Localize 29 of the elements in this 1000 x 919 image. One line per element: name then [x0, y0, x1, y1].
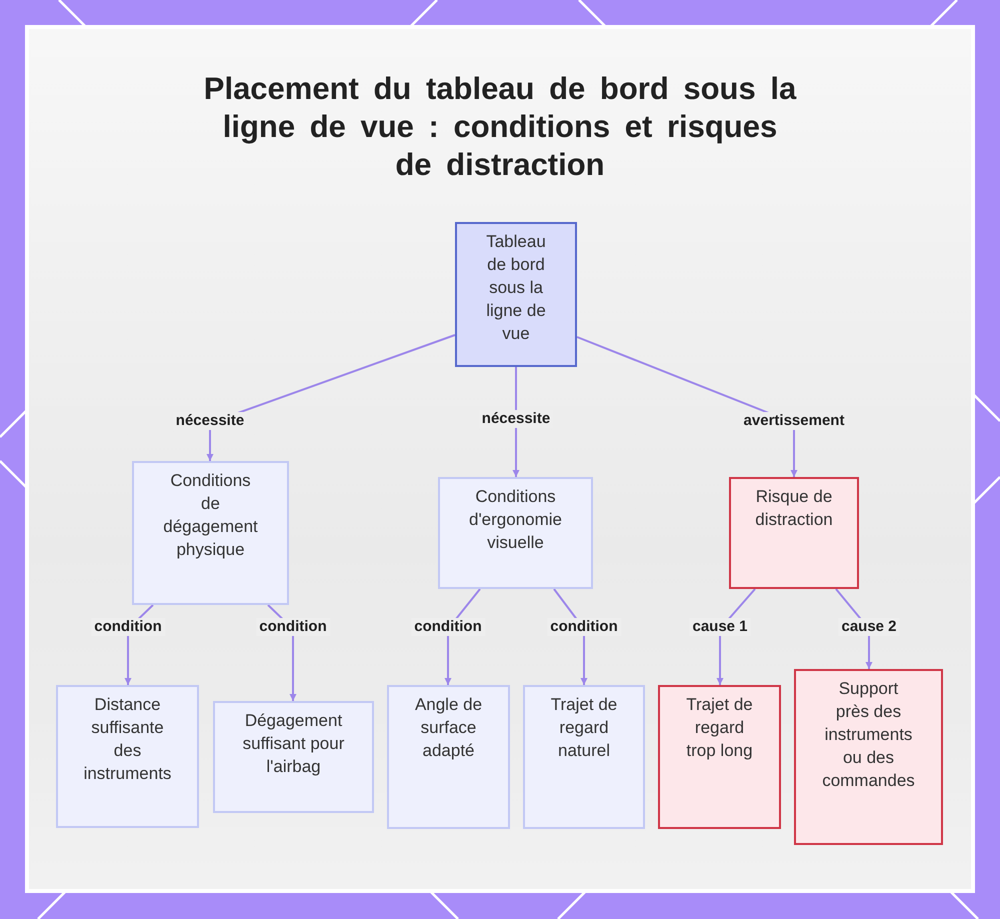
node-label: Conditions d'ergonomie visuelle — [468, 486, 564, 554]
condition-box — [132, 461, 289, 605]
connector-arrow — [576, 336, 798, 477]
risk-box — [794, 669, 943, 845]
condition-box — [387, 685, 510, 829]
risk-box — [658, 685, 781, 829]
edge-label: condition — [91, 618, 165, 636]
edge-label: avertissement — [740, 412, 848, 430]
condition-box — [523, 685, 645, 829]
edge-label: cause 2 — [838, 618, 900, 636]
node-label: Conditions de dégagement physique — [162, 470, 259, 561]
condition-box — [438, 477, 593, 589]
risk-box — [729, 477, 859, 589]
node-label: Trajet de regard naturel — [550, 694, 618, 762]
node-label: Risque de distraction — [754, 486, 834, 531]
condition-box — [56, 685, 199, 828]
node-label: Angle de surface adapté — [414, 694, 484, 762]
node-label: Distance suffisante des instruments — [82, 694, 172, 785]
edge-label: condition — [411, 618, 485, 636]
condition-box — [213, 701, 374, 813]
node-label: Trajet de regard trop long — [685, 694, 754, 762]
edge-label: cause 1 — [689, 618, 751, 636]
edge-label: condition — [256, 618, 330, 636]
node-label: Dégagement suffisant pour l'airbag — [242, 710, 346, 778]
edge-label: condition — [547, 618, 621, 636]
diagram-title: Placement du tableau de bord sous la ligne de vue : conditions et risques de distraction — [202, 70, 798, 184]
node-label: Support près des instruments ou des commandes — [821, 678, 916, 792]
topic-box — [455, 222, 577, 367]
node-label: Tableau de bord sous la ligne de vue — [485, 231, 547, 345]
